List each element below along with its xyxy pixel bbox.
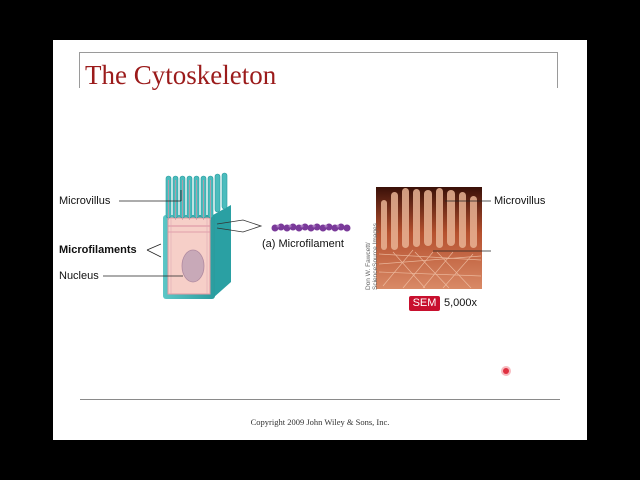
slide: The Cytoskeleton [53,40,587,440]
sem-badge: SEM [409,296,440,311]
label-nucleus: Nucleus [59,270,99,282]
cytoskeleton-figure [103,172,491,299]
sem-micrograph [376,187,491,289]
label-leader-lines [103,190,183,277]
sem-magnification: 5,000x [444,297,478,309]
label-microvillus-right: Microvillus [494,195,546,207]
title-rule-left [79,52,80,88]
footer-rule [80,399,560,400]
slide-title: The Cytoskeleton [85,60,277,90]
photo-credit-line2: ScienceSource Images [372,223,379,290]
label-microfilament-caption: (a) Microfilament [262,238,344,250]
photo-credit: Don W. Fawcett/ ScienceSource Images [365,223,379,290]
title-rule-right [557,52,558,88]
epithelial-cell-illustration [163,172,231,299]
label-microvillus-left: Microvillus [59,195,111,207]
copyright-notice: Copyright 2009 John Wiley & Sons, Inc. [250,417,390,427]
label-microfilaments: Microfilaments [59,244,137,256]
laser-pointer-dot [503,368,509,374]
zoom-callout-lines [216,219,263,233]
title-rule-top [79,52,557,53]
photo-credit-line1: Don W. Fawcett/ [365,242,372,290]
